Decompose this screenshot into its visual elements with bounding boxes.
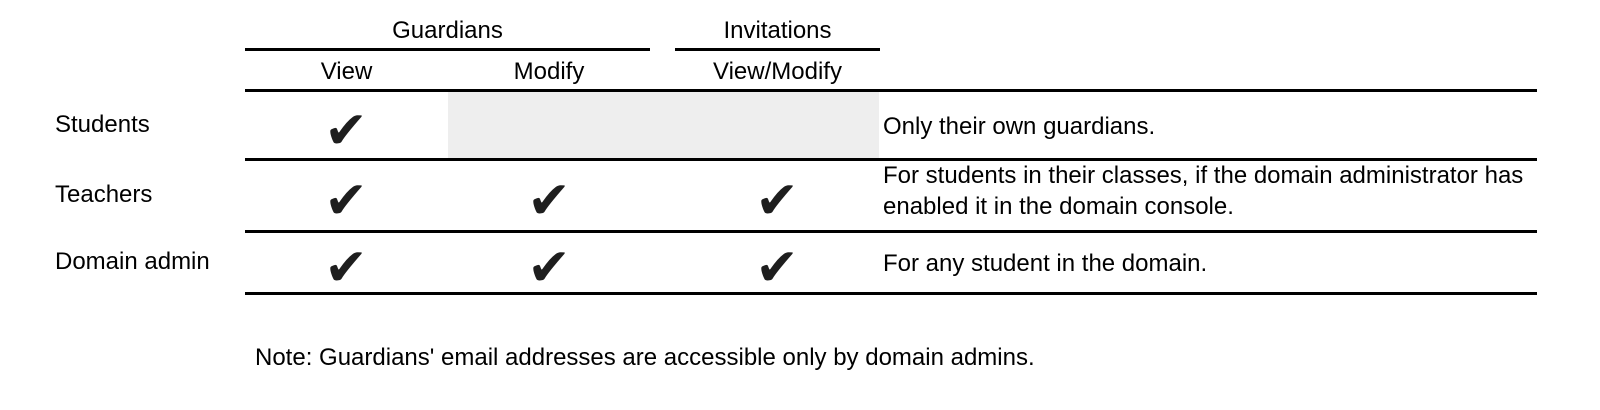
students-disabled-cells-highlight bbox=[448, 92, 879, 158]
header-rule bbox=[245, 89, 1537, 92]
check-icon: ✔ bbox=[755, 171, 799, 231]
check-icon: ✔ bbox=[324, 238, 368, 298]
row-label-domain-admin: Domain admin bbox=[55, 248, 210, 275]
column-header-view-modify: View/Modify bbox=[713, 58, 842, 85]
row-divider bbox=[245, 158, 1537, 161]
column-group-invitations: Invitations bbox=[723, 17, 832, 44]
check-icon: ✔ bbox=[324, 171, 368, 231]
guardians-underline bbox=[245, 48, 650, 51]
check-icon: ✔ bbox=[527, 171, 571, 231]
footnote: Note: Guardians' email addresses are acc… bbox=[255, 344, 1035, 371]
column-group-guardians: Guardians bbox=[392, 17, 503, 44]
row-note-students: Only their own guardians. bbox=[883, 113, 1156, 140]
check-icon: ✔ bbox=[324, 101, 368, 161]
invitations-underline bbox=[675, 48, 880, 51]
row-note-domain-admin: For any student in the domain. bbox=[883, 250, 1208, 277]
column-header-modify: Modify bbox=[513, 58, 585, 85]
row-label-students: Students bbox=[55, 111, 150, 138]
row-divider bbox=[245, 230, 1537, 233]
check-icon: ✔ bbox=[527, 238, 571, 298]
row-note-teachers: For students in their classes, if the do… bbox=[883, 162, 1524, 220]
column-header-view: View bbox=[320, 58, 373, 85]
table-bottom-rule bbox=[245, 292, 1537, 295]
check-icon: ✔ bbox=[755, 238, 799, 298]
row-label-teachers: Teachers bbox=[55, 181, 153, 208]
